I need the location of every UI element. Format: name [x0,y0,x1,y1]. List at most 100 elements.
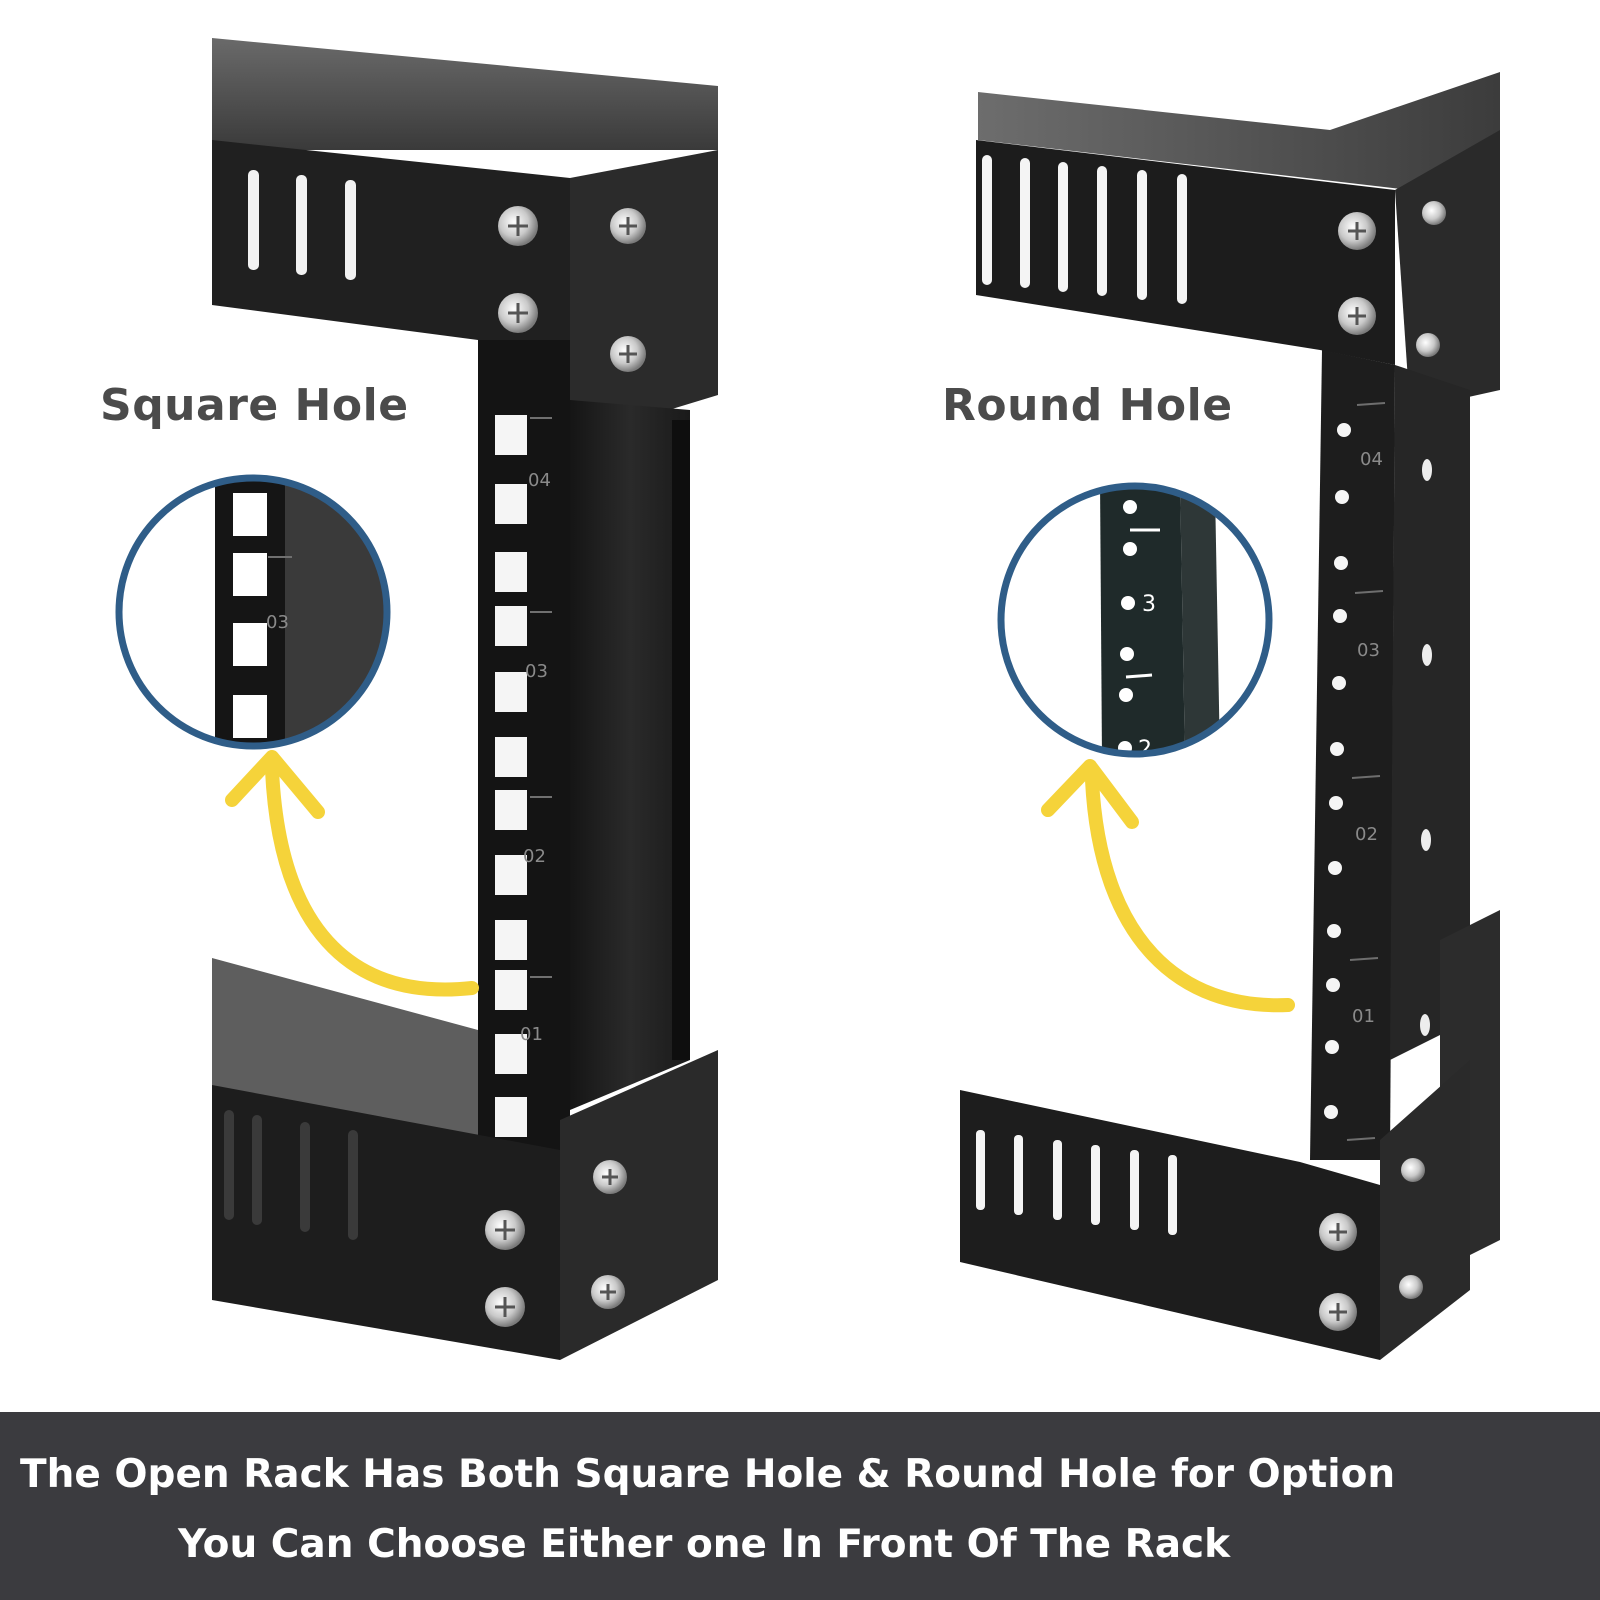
square-hole [495,1034,527,1074]
square-hole [233,553,267,596]
vent-slot [1091,1145,1100,1225]
round-hole-zoom: 3 2 [997,482,1273,762]
vent-slot [252,1115,262,1225]
round-hole [1120,647,1134,661]
product-photo-scene: 04 03 02 01 [115,38,1500,1360]
screw-icon [1416,333,1440,357]
screw-icon [485,1287,525,1327]
unit-tick [1356,402,1386,406]
round-hole [1333,609,1347,623]
square-hole [495,484,527,524]
front-rail [1310,350,1395,1160]
square-hole [495,415,527,455]
screw-icon [593,1160,627,1194]
vent-slot [224,1110,234,1220]
curved-arrow-icon [1041,759,1295,1013]
screw-icon [1422,201,1446,225]
zoom-unit-number: 3 [1142,592,1156,617]
round-hole-label: Round Hole [942,380,1233,431]
round-hole [1326,978,1340,992]
vent-slot [296,175,307,275]
unit-tick [1354,590,1384,594]
round-hole [1337,423,1351,437]
screw-icon [1338,212,1376,250]
vent-slot [1097,166,1107,296]
vent-slot [1014,1135,1023,1215]
square-hole-rack: 04 03 02 01 [115,38,718,1360]
round-hole [1119,688,1133,702]
screw-icon [591,1275,625,1309]
side-hole [1420,1014,1430,1036]
round-hole [1335,490,1349,504]
side-strip [672,420,690,1060]
caption-bar: The Open Rack Has Both Square Hole & Rou… [0,1412,1600,1600]
round-hole [1324,1105,1338,1119]
caption-line-1: The Open Rack Has Both Square Hole & Rou… [20,1452,1396,1497]
vent-slot [1020,158,1030,288]
screw-icon [485,1210,525,1250]
screw-icon [1399,1275,1423,1299]
rail-unit-label: 03 [1357,640,1380,661]
square-hole [233,493,267,536]
rail-unit-label: 04 [1360,449,1383,470]
square-hole-zoom: 03 [115,474,391,750]
screw-icon [610,336,646,372]
top-shelf-surface [978,72,1500,190]
round-hole [1123,542,1137,556]
square-hole [495,606,527,646]
screw-icon [1319,1293,1357,1331]
top-shelf-surface [212,38,718,150]
vent-slot [982,155,992,285]
rail-unit-label: 03 [525,661,548,682]
vent-slot [1177,174,1187,304]
unit-tick [1351,775,1381,779]
square-hole [495,970,527,1010]
round-hole [1325,1040,1339,1054]
side-hole [1421,829,1431,851]
rail-unit-label: 04 [528,470,551,491]
vent-slot [1058,162,1068,292]
screw-icon [1338,297,1376,335]
vent-slot [248,170,259,270]
rail-unit-label: 01 [520,1024,543,1045]
post-side [570,400,690,1110]
zoom-circle-outline [997,482,1273,758]
screw-icon [610,208,646,244]
square-hole [495,920,527,960]
caption-line-2: You Can Choose Either one In Front Of Th… [178,1522,1231,1567]
round-hole [1332,676,1346,690]
top-side-bracket [570,150,718,440]
vent-slot [300,1122,310,1232]
unit-tick [1349,957,1379,961]
vent-slot [1168,1155,1177,1235]
curved-arrow-icon [225,750,479,997]
screw-icon [498,206,538,246]
round-hole [1330,742,1344,756]
bottom-side-bracket [1380,1060,1470,1360]
square-hole [495,855,527,895]
vent-slot [1053,1140,1062,1220]
zoom-unit-label: 03 [266,612,289,633]
screw-icon [1319,1213,1357,1251]
square-hole-label: Square Hole [100,380,409,431]
screw-icon [498,293,538,333]
unit-tick [1346,1137,1376,1141]
round-hole [1329,796,1343,810]
rail-unit-label: 02 [523,846,546,867]
round-hole [1334,556,1348,570]
round-hole [1123,500,1137,514]
rail-unit-label: 02 [1355,824,1378,845]
round-hole [1328,861,1342,875]
round-hole [1327,924,1341,938]
vent-slot [976,1130,985,1210]
side-hole [1422,459,1432,481]
round-hole-rack: 04 03 02 01 [960,72,1500,1360]
square-hole [233,623,267,666]
screw-icon [1401,1158,1425,1182]
vent-slot [1137,170,1147,300]
square-hole [495,790,527,830]
post-side [1390,365,1470,1060]
square-holes [495,415,527,1137]
zoom-unit-number: 2 [1138,737,1152,762]
square-hole [495,737,527,777]
